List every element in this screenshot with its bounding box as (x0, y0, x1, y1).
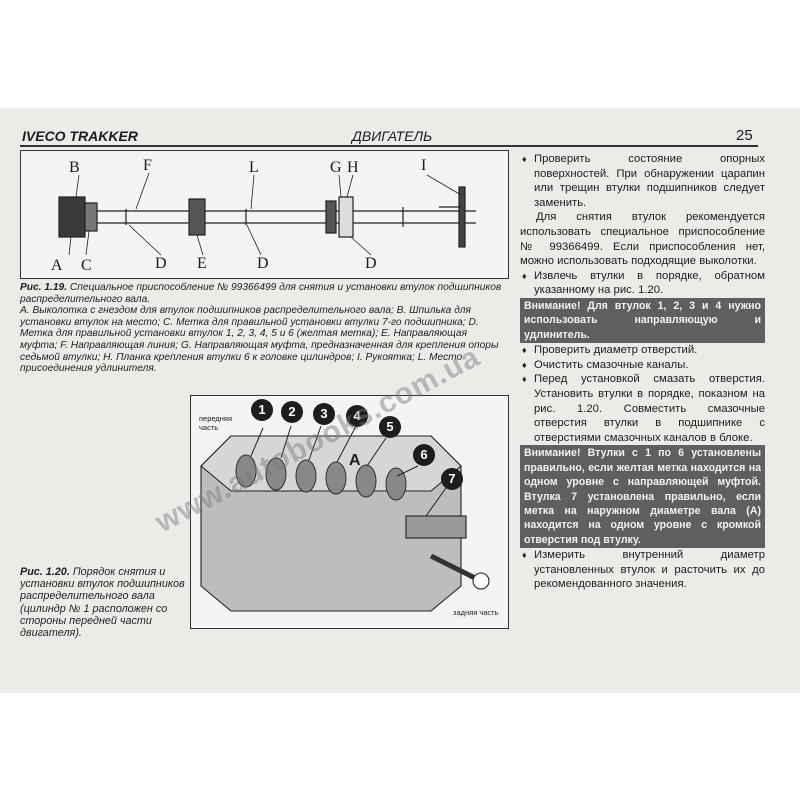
figure-1-19-caption: Рис. 1.19. Специальное приспособление № … (20, 282, 507, 375)
tool-label: A (51, 257, 63, 274)
tool-label: G (330, 159, 342, 176)
brand-header: IVECO TRAKKER (22, 128, 138, 144)
warning-box: Внимание! Для втулок 1, 2, 3 и 4 нужно и… (520, 297, 765, 344)
paragraph: Проверить диаметр отверстий. (520, 343, 765, 358)
caption-number: Рис. 1.20. (20, 566, 70, 578)
warning-box: Внимание! Втулки с 1 по 6 установлены пр… (520, 445, 765, 549)
paragraph: Измерить внутренний диаметр установленны… (520, 548, 765, 592)
figure-1-20: передняя часть задняя часть A 1 2 3 4 5 … (190, 395, 509, 629)
section-header: ДВИГАТЕЛЬ (352, 128, 433, 144)
bushing-number: 3 (313, 403, 335, 425)
tool-label: F (143, 157, 152, 174)
tool-label: E (197, 255, 207, 272)
bushing-number: 1 (251, 399, 273, 421)
tool-label: C (81, 257, 92, 274)
caption-title: Специальное приспособление № 99366499 дл… (20, 282, 502, 305)
bushing-number: 5 (379, 416, 401, 438)
tool-label: D (155, 255, 167, 272)
bushing-number: 4 (346, 405, 368, 427)
tool-label: D (365, 255, 377, 272)
bushing-number: 2 (281, 401, 303, 423)
label-a: A (349, 452, 361, 469)
bushing-number: 6 (413, 444, 435, 466)
paragraph: Перед установкой смазать отверстия. Уста… (520, 372, 765, 445)
caption-legend: A. Выколотка с гнездом для втулок подшип… (20, 305, 499, 375)
tool-label: I (421, 157, 427, 174)
cylinder-head-drawing (200, 425, 490, 612)
tool-label: L (249, 159, 259, 176)
paragraph: Для снятия втулок рекомендуется использо… (520, 211, 765, 268)
paragraph: Очистить смазочные каналы. (520, 358, 765, 373)
caption-text: Порядок снятия и установки втулок подшип… (20, 566, 185, 640)
figure-1-19: B F L G H I A C D E D D (20, 150, 509, 279)
paragraph: Проверить состояние опорных поверхностей… (520, 152, 765, 210)
figure-1-20-caption: Рис. 1.20. Порядок снятия и установки вт… (20, 566, 185, 639)
page-number: 25 (736, 127, 753, 144)
front-part-label: передняя часть (199, 414, 233, 432)
header-rule (20, 145, 758, 147)
caption-number: Рис. 1.19. (20, 282, 68, 293)
tool-drawing (58, 172, 476, 256)
tool-label: H (347, 159, 359, 176)
tool-label: D (257, 255, 269, 272)
bushing-number: 7 (441, 468, 463, 490)
rear-part-label: задняя часть (453, 608, 499, 617)
paragraph: Извлечь втулки в порядке, обратном указа… (520, 269, 765, 298)
right-column-text: Проверить состояние опорных поверхностей… (520, 152, 765, 592)
tool-label: B (69, 159, 80, 176)
